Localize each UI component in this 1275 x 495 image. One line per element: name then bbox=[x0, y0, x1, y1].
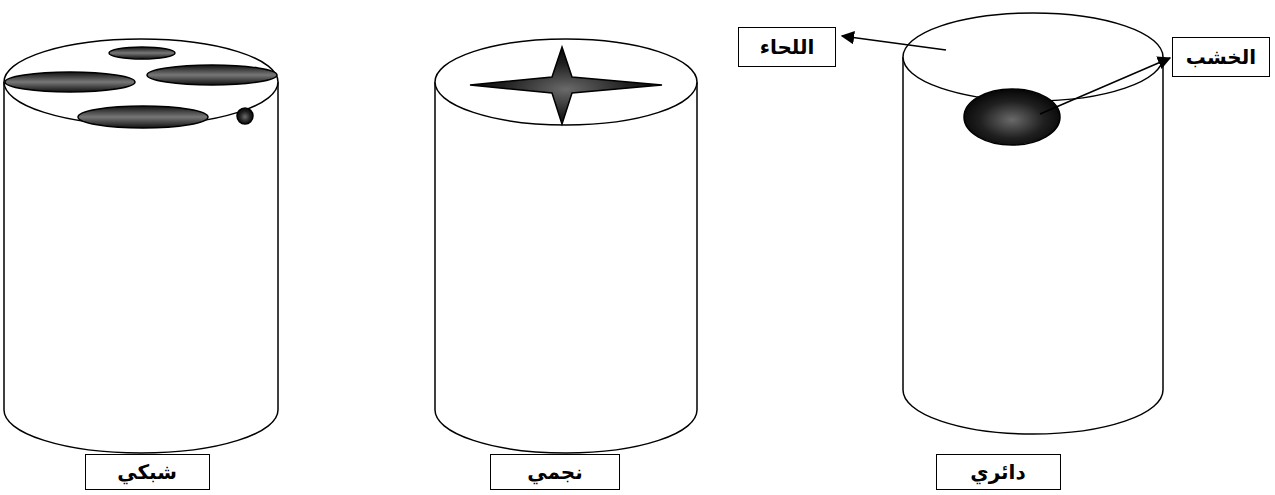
label-text: اللحاء bbox=[760, 35, 815, 59]
cylinder-star bbox=[435, 39, 697, 453]
caption-box: شبكي bbox=[85, 454, 210, 490]
label-text: الخشب bbox=[1186, 45, 1256, 69]
leader-arrow bbox=[842, 36, 946, 50]
label-text: شبكي bbox=[117, 460, 177, 484]
caption-box: دائري bbox=[936, 454, 1061, 490]
label-text: نجمي bbox=[527, 460, 583, 484]
cylinder-net bbox=[4, 39, 278, 453]
label-text: دائري bbox=[970, 460, 1025, 484]
caption-box: نجمي bbox=[490, 454, 620, 490]
callout-box: الخشب bbox=[1172, 37, 1270, 77]
cylinder-circle bbox=[903, 13, 1163, 434]
callout-box: اللحاء bbox=[738, 27, 836, 67]
leader-arrow bbox=[1040, 58, 1170, 114]
